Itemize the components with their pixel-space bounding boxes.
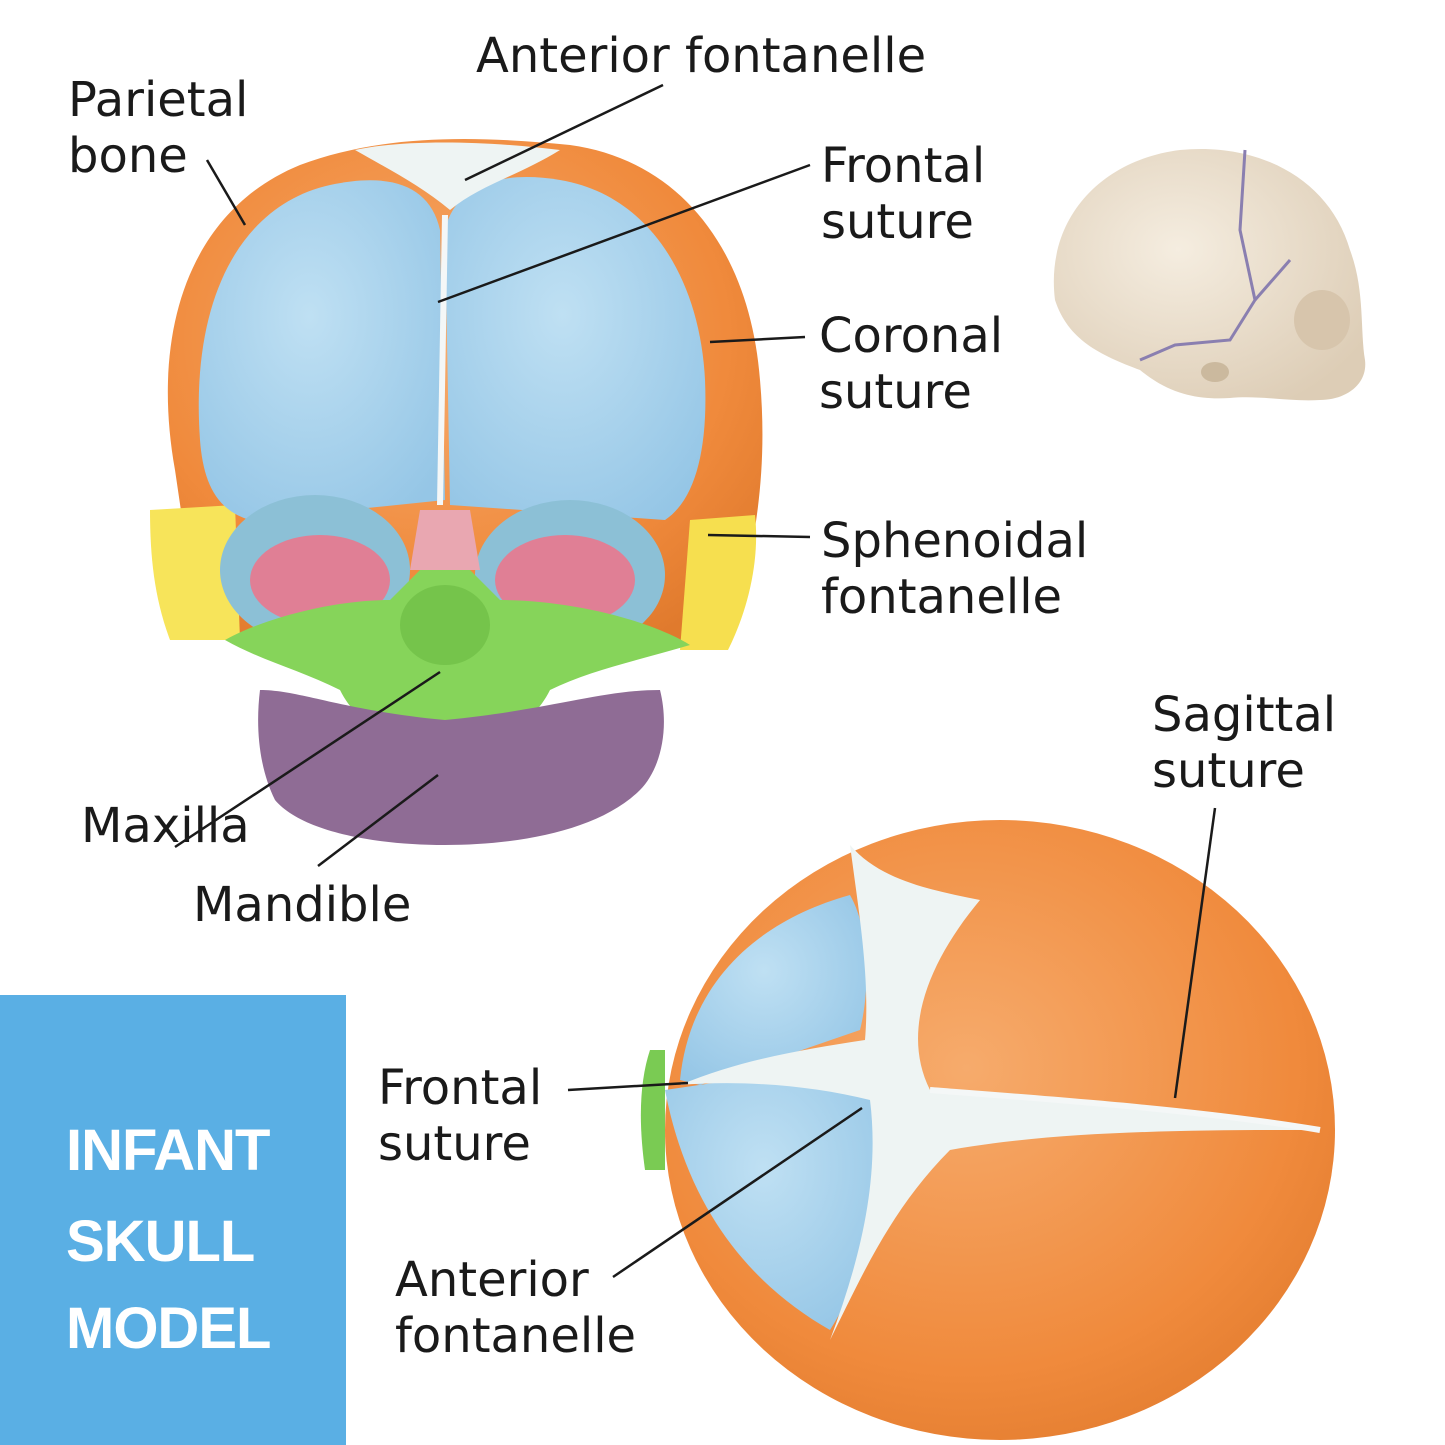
label-sagittal-suture-line1: Sagittal <box>1152 687 1337 743</box>
title-line-1: INFANT <box>66 1118 270 1183</box>
line-sagittal-suture <box>1173 807 1217 1099</box>
label-sagittal-suture: Sagittal suture <box>1152 687 1336 799</box>
label-coronal-suture-line1: Coronal <box>819 308 1004 364</box>
label-anterior-fontanelle-front: Anterior fontanelle <box>476 28 926 84</box>
side-skull <box>1053 148 1366 401</box>
line-sphenoidal-fontanelle <box>707 533 811 539</box>
front-skull <box>150 139 763 845</box>
leader-lines <box>174 83 1217 1279</box>
top-skull <box>640 820 1335 1440</box>
label-anterior-fontanelle-top-line2: fontanelle <box>395 1308 637 1364</box>
label-sphenoidal-fontanelle-line2: fontanelle <box>821 569 1063 625</box>
line-anterior-fontanelle-top <box>612 1106 863 1279</box>
label-coronal-suture: Coronal suture <box>819 308 1003 420</box>
label-frontal-suture-top: Frontal suture <box>378 1060 542 1172</box>
label-sphenoidal-fontanelle-line1: Sphenoidal <box>821 513 1089 569</box>
label-anterior-fontanelle-front-line1: Anterior fontanelle <box>476 28 927 84</box>
label-frontal-suture-front-line1: Frontal <box>821 138 986 194</box>
line-frontal-suture-front <box>437 163 811 304</box>
label-parietal-bone-line1: Parietal <box>68 72 249 128</box>
line-maxilla <box>174 670 441 849</box>
label-maxilla-line1: Maxilla <box>81 798 250 854</box>
label-frontal-suture-top-line2: suture <box>378 1116 531 1172</box>
line-coronal-suture <box>709 335 806 344</box>
label-sphenoidal-fontanelle: Sphenoidal fontanelle <box>821 513 1088 625</box>
line-anterior-fontanelle-front <box>464 83 664 182</box>
label-frontal-suture-top-line1: Frontal <box>378 1060 543 1116</box>
label-parietal-bone: Parietal bone <box>68 72 248 184</box>
line-mandible <box>317 774 439 867</box>
label-coronal-suture-line2: suture <box>819 364 972 420</box>
label-frontal-suture-front: Frontal suture <box>821 138 985 250</box>
label-anterior-fontanelle-top: Anterior fontanelle <box>395 1252 636 1364</box>
title-line-2: SKULL <box>66 1209 255 1274</box>
label-anterior-fontanelle-top-line1: Anterior <box>395 1252 589 1308</box>
label-mandible-line1: Mandible <box>193 877 412 933</box>
line-frontal-suture-top <box>567 1081 689 1092</box>
label-mandible: Mandible <box>193 877 411 933</box>
line-parietal-bone <box>205 159 247 226</box>
title-box: INFANT SKULL MODEL <box>0 995 346 1445</box>
label-frontal-suture-front-line2: suture <box>821 194 974 250</box>
label-parietal-bone-line2: bone <box>68 128 188 184</box>
label-sagittal-suture-line2: suture <box>1152 743 1305 799</box>
title-line-3: MODEL <box>66 1296 271 1361</box>
label-maxilla: Maxilla <box>81 798 250 854</box>
